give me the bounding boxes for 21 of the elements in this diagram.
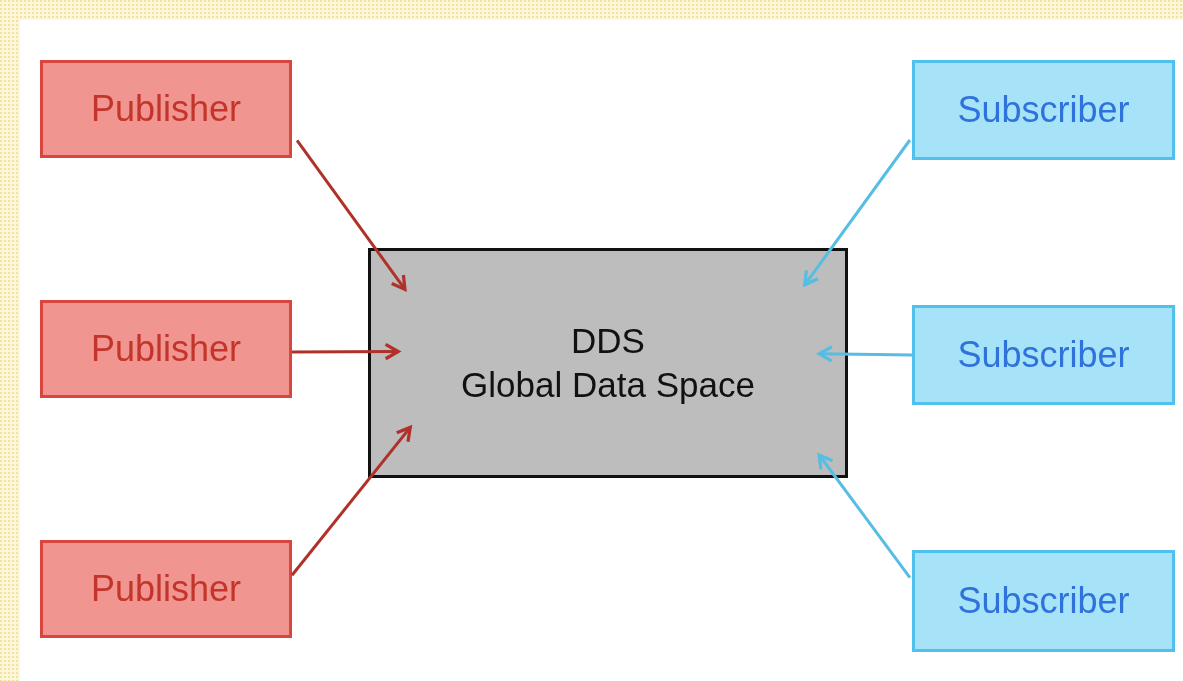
arrow bbox=[295, 139, 407, 291]
node-label: Publisher bbox=[90, 568, 242, 610]
node-label: Subscriber bbox=[957, 89, 1130, 131]
node-label: Publisher bbox=[90, 88, 242, 130]
node-label: Subscriber bbox=[957, 334, 1130, 376]
node-label: Global Data Space bbox=[461, 364, 755, 406]
node-label: Subscriber bbox=[957, 580, 1130, 622]
publisher-box bbox=[40, 60, 292, 158]
publisher-box bbox=[40, 540, 292, 638]
arrow bbox=[803, 139, 912, 287]
node-label: Publisher bbox=[90, 328, 242, 370]
subscriber-box bbox=[912, 60, 1175, 160]
arrow bbox=[290, 425, 412, 577]
subscriber-box bbox=[912, 550, 1175, 652]
arrow bbox=[817, 345, 913, 363]
arrow bbox=[817, 453, 912, 579]
subscriber-box bbox=[912, 305, 1175, 405]
data-space-box bbox=[368, 248, 848, 478]
arrow bbox=[292, 342, 400, 361]
node-label: DDS bbox=[571, 320, 645, 363]
publisher-box bbox=[40, 300, 292, 398]
